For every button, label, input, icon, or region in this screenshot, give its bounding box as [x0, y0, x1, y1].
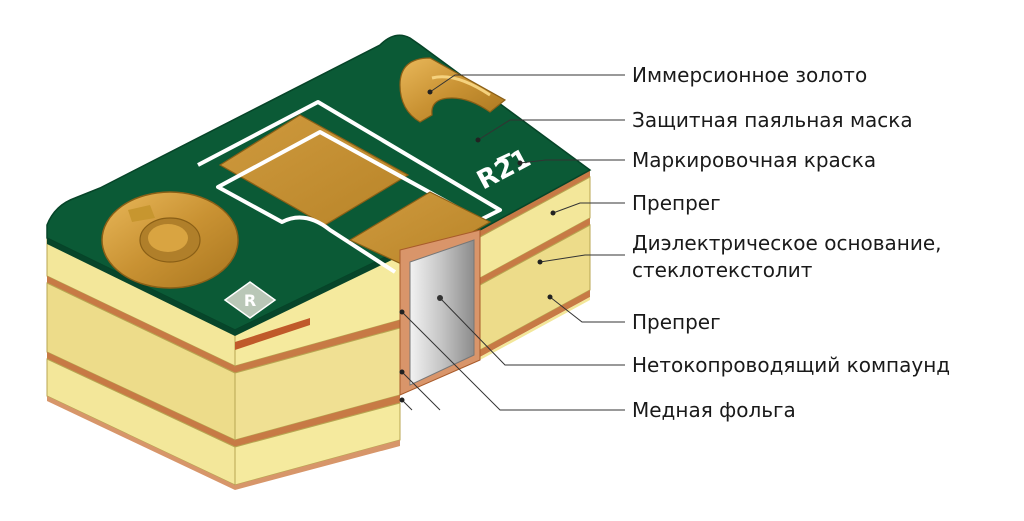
compound-fill [409, 239, 475, 386]
diamond-mark-text: R [244, 291, 256, 310]
mid-copper-1 [235, 320, 400, 373]
left-layer-stack [46, 237, 236, 490]
mid-copper-2 [235, 395, 400, 447]
left-round-pad [101, 191, 239, 289]
middle-layer-stack [234, 249, 401, 490]
copper-under-mask-left [235, 318, 310, 350]
label-marking-paint: Маркировочная краска [632, 148, 876, 172]
label-solder-mask: Защитная паяльная маска [632, 108, 913, 132]
square-smd-pad [218, 114, 410, 226]
leader-lines [399, 74, 625, 411]
marking-dash [496, 152, 511, 162]
mid-copper-bottom [235, 440, 400, 490]
label-dielectric-line1: Диэлектрическое основание, [632, 231, 942, 255]
label-dielectric-line2: стеклотекстолит [632, 258, 813, 282]
diamond-mark: R [223, 281, 277, 319]
label-prepreg-bottom: Препрег [632, 310, 721, 334]
label-copper-foil: Медная фольга [632, 398, 796, 422]
label-compound: Нетокопроводящий компаунд [632, 353, 950, 377]
solder-mask-edge [47, 238, 235, 336]
right-copper-top [480, 170, 590, 237]
labels: Иммерсионное золото Защитная паяльная ма… [632, 63, 950, 422]
label-immersion-gold: Иммерсионное золото [632, 63, 867, 87]
solder-mask-edge-mid [235, 250, 400, 336]
left-copper-1 [47, 276, 235, 373]
via-cross-section [399, 229, 481, 396]
left-copper-bottom [47, 396, 235, 490]
left-copper-2 [47, 352, 235, 447]
right-prepreg-bottom [480, 297, 590, 360]
top-half-pad [399, 57, 507, 123]
small-smd-pad [348, 191, 492, 269]
right-copper-1 [480, 218, 590, 285]
label-prepreg-top: Препрег [632, 191, 721, 215]
